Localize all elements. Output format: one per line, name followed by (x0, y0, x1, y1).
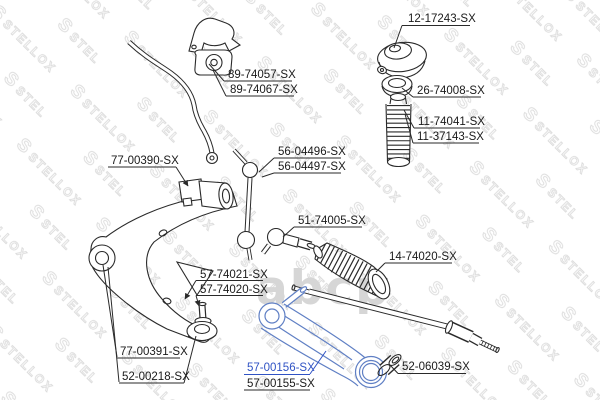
part-label-57-00155: 57-00155-SX (244, 378, 315, 391)
stabilizer-link-drawing (232, 148, 259, 261)
steering-boot-drawing (313, 242, 391, 300)
part-label-14-74020: 14-74020-SX (375, 251, 457, 273)
part-number: 51-74005-SX (298, 215, 366, 227)
part-number: 12-17243-SX (408, 13, 476, 25)
part-number: 56-04496-SX (278, 146, 346, 158)
part-number: 57-00155-SX (247, 378, 315, 390)
part-label-52-00218: 52-00218-SX (107, 266, 197, 384)
part-number: 57-74021-SX (200, 269, 268, 281)
stabilizer-bracket-drawing (188, 17, 242, 54)
stabilizer-bushing-drawing (194, 49, 233, 76)
part-number: 77-00391-SX (120, 346, 188, 358)
part-label-56-04497: 56-04497-SX (261, 161, 346, 178)
arm-bushing-drawing (377, 354, 402, 376)
control-arm-drawing (88, 178, 238, 343)
part-label-89-74067: 89-74067-SX (212, 69, 298, 97)
strut-bearing-drawing (381, 74, 413, 98)
part-label-56-04496: 56-04496-SX (258, 146, 346, 173)
part-number: 14-74020-SX (389, 251, 457, 263)
part-number: 26-74008-SX (417, 85, 485, 97)
part-number-link[interactable]: 57-00156-SX (247, 362, 315, 374)
part-number: 56-04497-SX (278, 161, 346, 173)
tie-rod-end-drawing (261, 227, 317, 255)
strut-mount-drawing (377, 41, 427, 79)
part-label-57-74020: 57-74020-SX (194, 284, 268, 307)
stabilizer-bar-drawing (127, 40, 219, 165)
inner-tie-rod-drawing (291, 284, 500, 353)
part-label-26-74008: 26-74008-SX (401, 85, 485, 98)
part-label-89-74057: 89-74057-SX (208, 63, 296, 82)
part-number: 89-74057-SX (228, 69, 296, 81)
part-label-52-06039: 52-06039-SX (389, 361, 470, 374)
part-number: 89-74067-SX (230, 84, 298, 96)
part-label-11-74041: 11-74041-SX (403, 109, 485, 129)
part-number: 52-00218-SX (122, 371, 190, 383)
part-number: 52-06039-SX (402, 361, 470, 373)
part-number: 11-74041-SX (418, 116, 485, 128)
part-label-11-37143: 11-37143-SX (404, 113, 484, 144)
part-label-57-74021: 57-74021-SX (184, 269, 268, 300)
part-label-57-00156-highlighted[interactable]: 57-00156-SX (244, 350, 327, 375)
part-number: 11-37143-SX (417, 131, 484, 143)
part-number: 77-00390-SX (111, 155, 179, 167)
part-label-51-74005: 51-74005-SX (282, 215, 366, 238)
part-label-77-00390: 77-00390-SX (108, 155, 189, 187)
part-number: 57-74020-SX (200, 284, 268, 296)
part-label-12-17243: 12-17243-SX (393, 13, 476, 49)
